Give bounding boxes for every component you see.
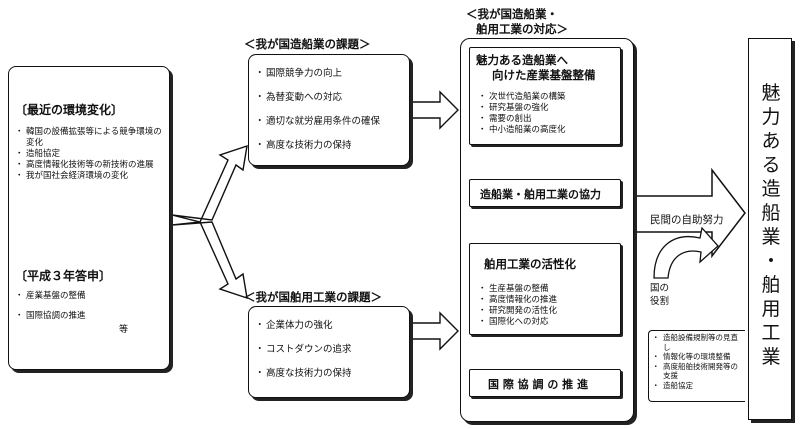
- response-title-2: 舶用工業の対応＞: [476, 22, 568, 36]
- gov-measures-list: 造船設備規制等の見直し 情報化等の環境整備 高度船舶技術開発等の支援 造船協定: [652, 333, 744, 391]
- list-item: 産業基盤の整備: [15, 291, 165, 302]
- equip-issues-title: ＜我が国舶用工業の課題＞: [244, 290, 382, 304]
- ship-issues-list: 国際競争力の向上 為替変動への対応 適切な就労雇用条件の確保 高度な技術力の保持: [255, 67, 405, 152]
- list-item: 高度な技術力の保持: [255, 367, 405, 380]
- arrow-ship-to-response: [409, 90, 459, 130]
- list-item: 中小造船業の高度化: [478, 125, 616, 136]
- list-item: 国際競争力の向上: [255, 67, 405, 80]
- vitalization-box: 舶用工業の活性化 生産基盤の整備 高度情報化の推進 研究開発の活性化 国際化への…: [469, 243, 621, 335]
- response-title-1: ＜我が国造船業・: [466, 7, 558, 21]
- list-item: 造船設備規制等の見直し: [652, 333, 744, 352]
- vitalization-list: 生産基盤の整備 高度情報化の推進 研究開発の活性化 国際化への対応: [478, 284, 616, 328]
- private-effort-label: 民間の自助努力: [650, 214, 724, 226]
- arrow-equip-to-response: [409, 311, 459, 351]
- fork-arrow-up: [171, 144, 248, 223]
- list-item: 次世代造船業の構築: [478, 92, 616, 103]
- list-item: 韓国の設備拡張等による競争環境の変化: [15, 127, 165, 149]
- report-list: 産業基盤の整備 国際協調の推進: [15, 291, 165, 322]
- list-item: 生産基盤の整備: [478, 284, 616, 295]
- list-item: 高度情報化技術等の新技術の進展: [15, 160, 165, 171]
- intl-coop-label: 国 際 協 調 の 推 進: [488, 378, 588, 391]
- environment-title: 〔最近の環境変化〕: [15, 103, 124, 117]
- gov-role-label-2: 役割: [650, 296, 670, 307]
- cooperation-label: 造船業・舶用工業の協力: [480, 188, 601, 201]
- list-item: 国際協調の推進: [15, 311, 165, 322]
- ship-issues-box: 国際競争力の向上 為替変動への対応 適切な就労雇用条件の確保 高度な技術力の保持: [248, 54, 410, 166]
- list-item: 我が国社会経済環境の変化: [15, 171, 165, 182]
- goal-box: 魅 力 あ る 造 船 業 ・ 舶 用 工 業: [748, 38, 792, 420]
- list-item: 適切な就労雇用条件の確保: [255, 115, 405, 128]
- report-title: 〔平成３年答申〕: [15, 269, 112, 283]
- ship-issues-title: ＜我が国造船業の課題＞: [244, 37, 371, 51]
- list-item: 企業体力の強化: [255, 319, 405, 332]
- environment-box: 〔最近の環境変化〕 韓国の設備拡張等による競争環境の変化 造船協定 高度情報化技…: [8, 66, 170, 370]
- cooperation-box: 造船業・舶用工業の協力: [469, 179, 621, 207]
- equip-issues-list: 企業体力の強化 コストダウンの追求 高度な技術力の保持: [255, 319, 405, 380]
- list-item: 国際化への対応: [478, 317, 616, 328]
- list-item: 需要の創出: [478, 114, 616, 125]
- industrial-base-title-2: 向けた産業基盤整備: [492, 68, 596, 82]
- environment-list: 韓国の設備拡張等による競争環境の変化 造船協定 高度情報化技術等の新技術の進展 …: [15, 127, 165, 182]
- list-item: 造船協定: [15, 149, 165, 160]
- report-etc: 等: [119, 325, 129, 335]
- list-item: コストダウンの追求: [255, 343, 405, 356]
- vitalization-title: 舶用工業の活性化: [484, 257, 576, 271]
- industrial-base-title-1: 魅力ある造船業へ: [476, 53, 568, 67]
- gov-role-arrow: [653, 226, 719, 279]
- industrial-base-box: 魅力ある造船業へ 向けた産業基盤整備 次世代造船業の構築 研究基盤の強化 需要の…: [469, 47, 621, 145]
- list-item: 情報化等の環境整備: [652, 352, 744, 362]
- gov-role-label-1: 国の: [650, 283, 670, 294]
- goal-text: 魅 力 あ る 造 船 業 ・ 舶 用 工 業: [761, 82, 781, 368]
- gov-measures-box: [648, 330, 745, 402]
- list-item: 高度な技術力の保持: [255, 139, 405, 152]
- list-item: 為替変動への対応: [255, 91, 405, 104]
- list-item: 高度船舶技術開発等の支援: [652, 362, 744, 381]
- list-item: 造船協定: [652, 381, 744, 391]
- intl-coop-box: 国 際 協 調 の 推 進: [469, 369, 621, 397]
- list-item: 研究開発の活性化: [478, 306, 616, 317]
- list-item: 高度情報化の推進: [478, 295, 616, 306]
- response-box: 魅力ある造船業へ 向けた産業基盤整備 次世代造船業の構築 研究基盤の強化 需要の…: [460, 38, 634, 422]
- industrial-base-list: 次世代造船業の構築 研究基盤の強化 需要の創出 中小造船業の高度化: [478, 92, 616, 136]
- equip-issues-box: 企業体力の強化 コストダウンの追求 高度な技術力の保持: [248, 306, 410, 398]
- list-item: 研究基盤の強化: [478, 103, 616, 114]
- fork-arrow-down: [171, 221, 248, 300]
- arrow-to-goal: [635, 167, 746, 259]
